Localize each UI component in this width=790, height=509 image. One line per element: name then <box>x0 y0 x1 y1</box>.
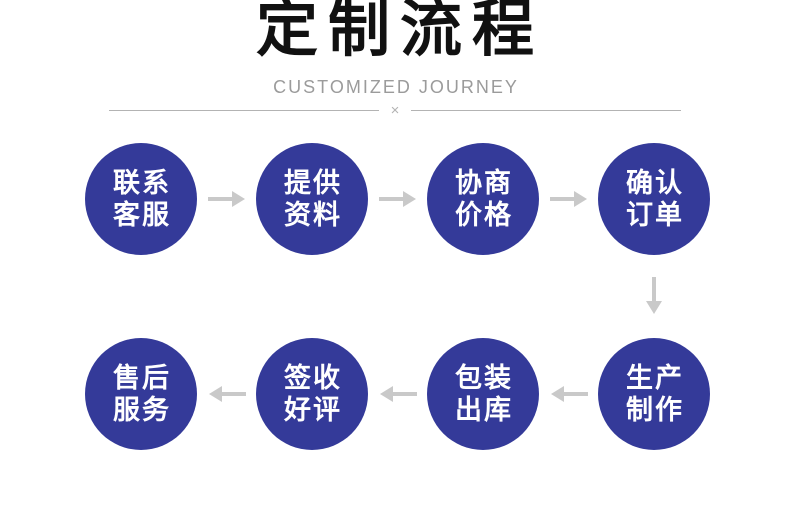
step-label: 生产 制作 <box>624 362 684 427</box>
step-label: 提供 资料 <box>282 167 342 232</box>
arrow-right-icon <box>197 190 256 208</box>
step-label-line2: 客服 <box>113 200 171 230</box>
arrow-right-icon <box>539 190 598 208</box>
step-label: 签收 好评 <box>282 362 342 427</box>
divider-line-left <box>109 109 379 111</box>
step-label-line1: 联系 <box>113 167 171 198</box>
flow-step-negotiate-price: 协商 价格 <box>427 143 539 255</box>
step-label-line2: 制作 <box>626 395 684 425</box>
step-label-line2: 价格 <box>455 200 513 230</box>
arrow-left-icon <box>368 385 427 403</box>
step-label-line1: 生产 <box>626 362 684 393</box>
step-label: 确认 订单 <box>624 167 684 232</box>
step-label-line2: 出库 <box>455 395 513 425</box>
divider-x-icon: × <box>390 101 400 119</box>
flow-step-after-sales: 售后 服务 <box>85 338 197 450</box>
arrow-down-icon <box>635 277 673 315</box>
step-label-line1: 提供 <box>284 167 342 198</box>
step-label-line1: 售后 <box>113 362 171 393</box>
page-title: 定制流程 <box>255 0 544 64</box>
step-label-line1: 确认 <box>626 167 684 198</box>
step-label-line2: 好评 <box>284 395 342 425</box>
flow-step-contact-service: 联系 客服 <box>85 143 197 255</box>
step-label: 售后 服务 <box>111 362 171 427</box>
flow-step-pack-ship: 包装 出库 <box>427 338 539 450</box>
step-label-line2: 服务 <box>113 395 171 425</box>
arrow-left-icon <box>197 385 256 403</box>
flow-row-bottom: 售后 服务 签收 好评 包装 出库 <box>85 338 710 450</box>
step-label-line1: 包装 <box>455 362 513 393</box>
flow-step-confirm-order: 确认 订单 <box>598 143 710 255</box>
step-label: 包装 出库 <box>453 362 513 427</box>
divider-line-right <box>411 109 682 111</box>
arrow-left-icon <box>539 385 598 403</box>
flow-step-production: 生产 制作 <box>598 338 710 450</box>
step-label-line2: 订单 <box>626 200 684 230</box>
arrow-right-icon <box>368 190 427 208</box>
flow-step-sign-review: 签收 好评 <box>256 338 368 450</box>
page-subtitle: CUSTOMIZED JOURNEY <box>273 77 519 97</box>
step-label: 协商 价格 <box>453 167 513 232</box>
step-label-line2: 资料 <box>284 200 342 230</box>
step-label: 联系 客服 <box>111 167 171 232</box>
step-label-line1: 协商 <box>455 167 513 198</box>
step-label-line1: 签收 <box>284 362 342 393</box>
flow-step-provide-materials: 提供 资料 <box>256 143 368 255</box>
flow-row-top: 联系 客服 提供 资料 协商 价格 <box>85 143 710 255</box>
title-divider: × <box>109 101 682 119</box>
